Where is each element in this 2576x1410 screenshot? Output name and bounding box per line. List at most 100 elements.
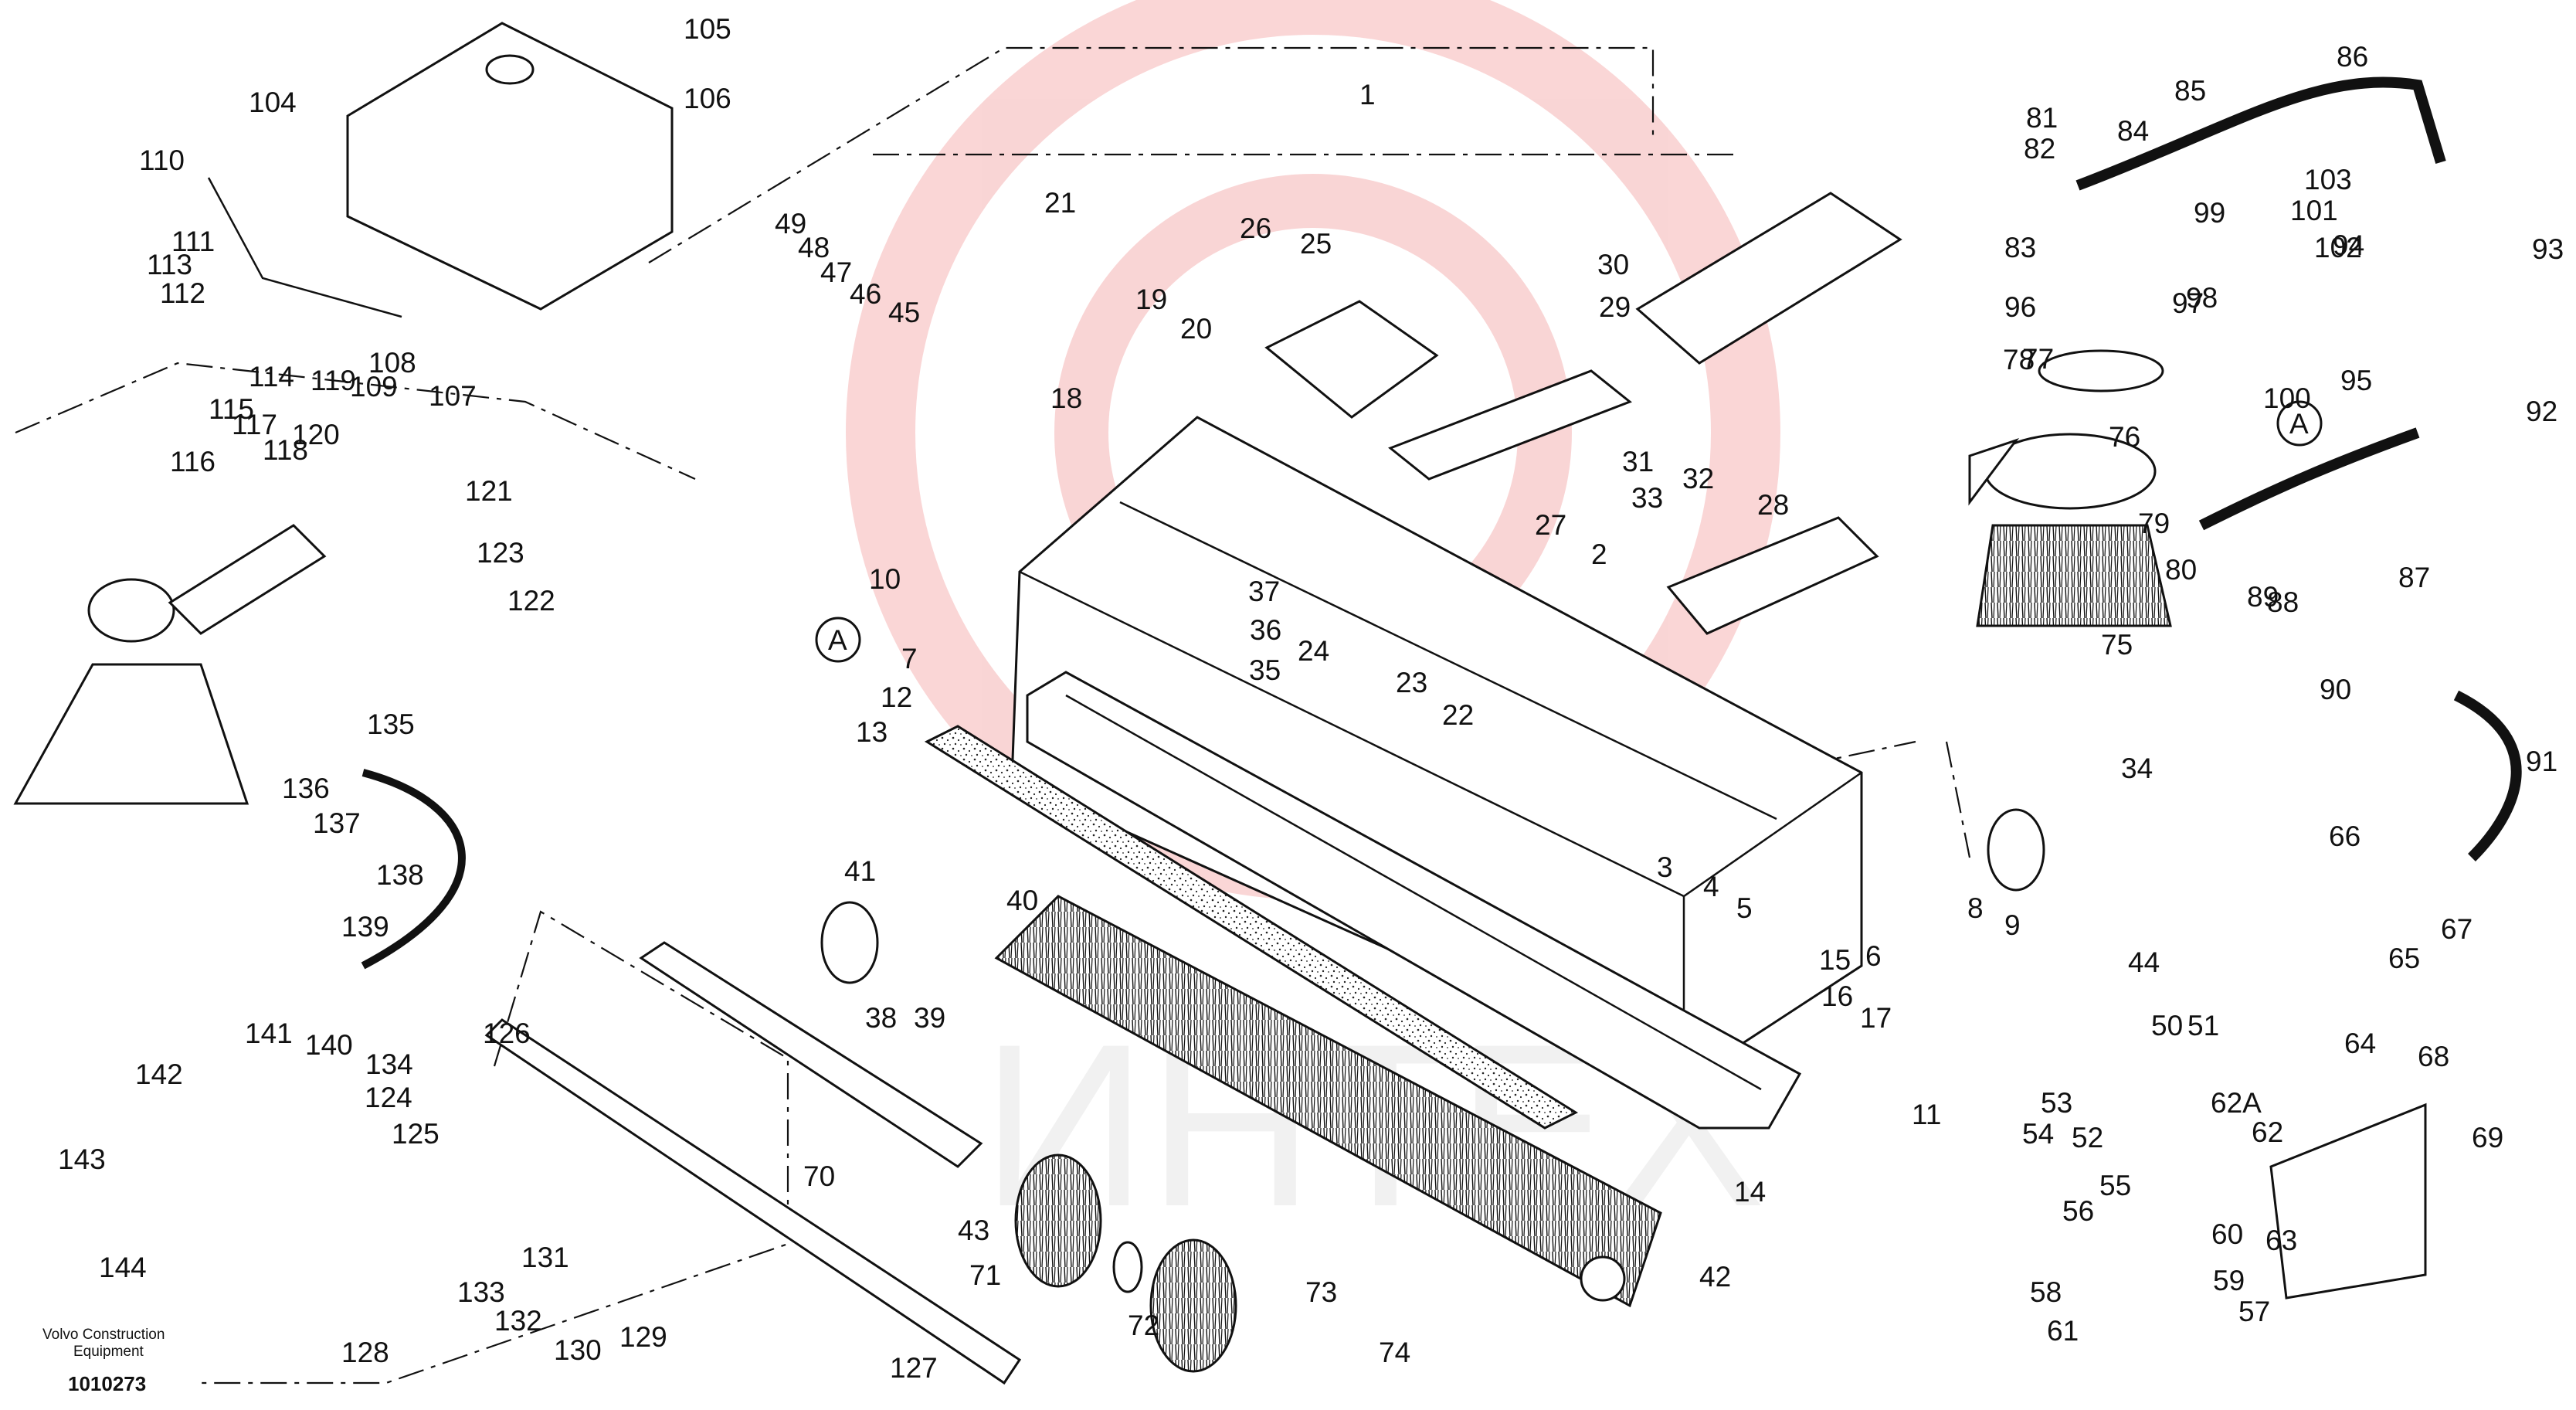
callout-83: 83: [2004, 232, 2036, 263]
callout-103: 103: [2304, 164, 2352, 195]
callout-104: 104: [249, 87, 297, 118]
callout-30: 30: [1597, 249, 1629, 280]
ref-marker-a-right: A: [2289, 408, 2309, 440]
callout-125: 125: [392, 1118, 440, 1150]
callout-14: 14: [1734, 1176, 1766, 1208]
callout-123: 123: [477, 537, 524, 569]
callout-138: 138: [376, 859, 424, 891]
callout-106: 106: [684, 83, 731, 114]
callout-13: 13: [856, 716, 888, 748]
callout-58: 58: [2030, 1276, 2062, 1308]
callout-94: 94: [2333, 229, 2364, 261]
callout-95: 95: [2340, 365, 2372, 396]
callout-71: 71: [969, 1259, 1001, 1291]
callout-38: 38: [865, 1002, 897, 1034]
callout-62: 62: [2252, 1116, 2283, 1148]
callout-15: 15: [1819, 944, 1851, 976]
callout-19: 19: [1135, 284, 1167, 315]
callout-34: 34: [2121, 753, 2153, 784]
callout-119: 119: [311, 365, 356, 396]
callout-22: 22: [1442, 699, 1474, 731]
callout-25: 25: [1300, 228, 1332, 260]
callout-55: 55: [2099, 1170, 2131, 1201]
callout-31: 31: [1622, 446, 1654, 477]
callout-97: 97: [2172, 287, 2204, 319]
side-broom-part-76: [1976, 349, 2172, 627]
callout-labels: 1234567891011121314151617181920212223242…: [58, 13, 2564, 1384]
callout-124: 124: [365, 1082, 412, 1113]
callout-82: 82: [2024, 133, 2055, 165]
callout-41: 41: [844, 855, 876, 887]
callout-137: 137: [313, 807, 361, 839]
callout-110: 110: [139, 144, 185, 176]
callout-109: 109: [350, 371, 398, 403]
callout-3: 3: [1657, 851, 1673, 883]
callout-136: 136: [282, 773, 330, 804]
callout-56: 56: [2062, 1195, 2094, 1227]
reference-markers: A A: [815, 400, 2323, 663]
callout-140: 140: [305, 1029, 353, 1061]
callout-1: 1: [1359, 79, 1376, 110]
callout-47: 47: [820, 257, 852, 288]
callout-79: 79: [2138, 508, 2170, 539]
callout-37: 37: [1248, 576, 1280, 607]
callout-11: 11: [1912, 1099, 1941, 1130]
callout-50: 50: [2151, 1010, 2183, 1041]
callout-62A: 62A: [2211, 1087, 2262, 1119]
callout-112: 112: [160, 277, 205, 309]
side-brush-discs: [1014, 1153, 1237, 1373]
hoses: [207, 76, 2522, 970]
callout-45: 45: [888, 297, 920, 328]
callout-144: 144: [99, 1252, 147, 1283]
callout-20: 20: [1180, 313, 1212, 345]
footer-company-line1: Volvo Construction: [42, 1327, 165, 1343]
callout-32: 32: [1682, 463, 1714, 494]
callout-131: 131: [521, 1242, 569, 1273]
callout-17: 17: [1860, 1002, 1892, 1034]
callout-60: 60: [2211, 1218, 2243, 1250]
ref-marker-a-left: A: [828, 624, 847, 656]
callout-139: 139: [341, 911, 389, 943]
callout-143: 143: [58, 1143, 106, 1175]
footer-company-line2: Equipment: [73, 1344, 144, 1360]
callout-66: 66: [2329, 821, 2360, 852]
callout-51: 51: [2187, 1010, 2219, 1041]
side-broom-left: [13, 524, 327, 805]
callout-133: 133: [457, 1276, 505, 1308]
callout-29: 29: [1599, 291, 1631, 323]
callout-70: 70: [803, 1160, 835, 1192]
callout-80: 80: [2165, 554, 2197, 586]
callout-128: 128: [341, 1337, 389, 1368]
callout-113: 113: [147, 249, 192, 280]
callout-16: 16: [1821, 980, 1853, 1012]
callout-114: 114: [249, 361, 294, 392]
callout-64: 64: [2344, 1028, 2376, 1059]
callout-57: 57: [2238, 1296, 2270, 1327]
callout-48: 48: [798, 232, 830, 263]
callout-40: 40: [1006, 885, 1038, 916]
callout-111: 111: [171, 226, 215, 257]
callout-120: 120: [292, 419, 340, 450]
brush-housing: [924, 671, 1802, 1130]
callout-126: 126: [483, 1018, 531, 1049]
callout-27: 27: [1535, 509, 1566, 541]
callout-116: 116: [170, 446, 216, 477]
callout-89: 89: [2247, 581, 2279, 613]
callout-142: 142: [135, 1058, 183, 1090]
callout-21: 21: [1044, 187, 1076, 219]
callout-92: 92: [2526, 396, 2557, 427]
channels-and-plates: [1264, 192, 2427, 1300]
callout-129: 129: [619, 1321, 667, 1353]
callout-102: 102: [2314, 232, 2362, 263]
callout-68: 68: [2418, 1041, 2449, 1072]
callout-35: 35: [1249, 654, 1281, 686]
callout-75: 75: [2101, 629, 2133, 661]
callout-90: 90: [2320, 674, 2351, 705]
callout-135: 135: [367, 708, 415, 740]
callout-12: 12: [881, 681, 912, 713]
callout-73: 73: [1305, 1276, 1337, 1308]
callout-105: 105: [684, 13, 731, 45]
callout-87: 87: [2398, 562, 2430, 593]
callout-46: 46: [850, 278, 881, 310]
